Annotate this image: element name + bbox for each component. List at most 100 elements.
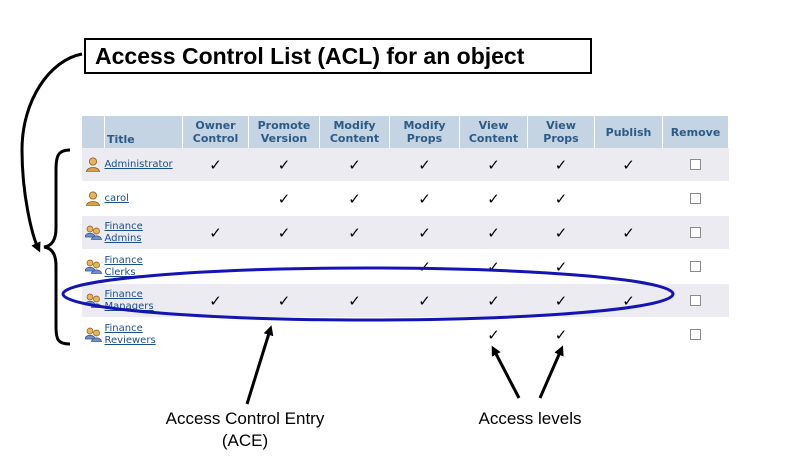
checkmark-icon: ✓: [277, 223, 291, 242]
ace-caption-line2: (ACE): [221, 431, 269, 450]
permission-cell: [182, 317, 249, 352]
checkmark-icon: ✓: [487, 155, 500, 174]
permission-cell: ✓: [389, 181, 460, 216]
remove-checkbox[interactable]: [690, 294, 701, 306]
row-icon-cell: [82, 283, 105, 318]
ace-caption: Access Control Entry (ACE): [135, 408, 355, 452]
remove-checkbox[interactable]: [690, 328, 701, 340]
checkmark-icon: ✓: [348, 189, 361, 208]
acl-brace: [43, 148, 71, 346]
checkmark-icon: ✓: [554, 223, 568, 242]
icon-column-header: [82, 116, 105, 148]
row-icon-cell: [82, 148, 105, 182]
permission-cell: ✓: [248, 283, 320, 318]
permission-cell: ✓: [389, 215, 460, 250]
checkmark-icon: ✓: [348, 155, 361, 174]
checkmark-icon: ✓: [487, 291, 500, 310]
permission-cell: ✓: [594, 215, 663, 250]
remove-cell: [662, 283, 729, 318]
checkmark-icon: ✓: [277, 189, 291, 208]
permission-cell: ✓: [389, 148, 460, 182]
checkmark-icon: ✓: [622, 155, 635, 174]
access-levels-caption: Access levels: [478, 409, 582, 428]
checkmark-icon: ✓: [487, 189, 500, 208]
checkmark-icon: ✓: [348, 291, 361, 310]
row-icon-cell: [82, 215, 105, 250]
permission-cell: ✓: [527, 249, 595, 284]
permission-cell: ✓: [182, 283, 249, 318]
remove-checkbox[interactable]: [690, 260, 701, 272]
permission-cell: ✓: [319, 215, 390, 250]
checkmark-icon: ✓: [487, 223, 500, 242]
permission-cell: ✓: [248, 215, 320, 250]
checkmark-icon: ✓: [622, 223, 635, 242]
permission-cell: ✓: [527, 181, 595, 216]
permission-cell: [594, 181, 663, 216]
checkmark-icon: ✓: [554, 325, 568, 344]
permission-cell: ✓: [248, 181, 320, 216]
permission-cell: [182, 249, 249, 284]
checkmark-icon: ✓: [418, 223, 431, 242]
acl-pointer-arrow: [20, 52, 83, 253]
permission-cell: ✓: [459, 283, 528, 318]
checkmark-icon: ✓: [554, 291, 568, 310]
principal-name-cell: carol: [104, 181, 183, 216]
table-row: Administrator✓✓✓✓✓✓✓: [82, 148, 729, 182]
remove-checkbox[interactable]: [690, 226, 701, 238]
remove-checkbox[interactable]: [690, 158, 701, 170]
checkmark-icon: ✓: [554, 257, 568, 276]
principal-name-cell: Administrator: [104, 148, 183, 182]
ace-arrow: [245, 325, 274, 405]
permission-cell: ✓: [459, 181, 528, 216]
permission-cell: [594, 317, 663, 352]
user-icon: [85, 157, 102, 173]
column-header-title: Title: [104, 116, 183, 148]
remove-cell: [662, 317, 729, 352]
permission-cell: ✓: [182, 148, 249, 182]
diagram-title: Access Control List (ACL) for an object: [84, 38, 592, 74]
group-icon: [84, 259, 102, 275]
permission-cell: ✓: [527, 215, 595, 250]
checkmark-icon: ✓: [554, 155, 568, 174]
permission-cell: [389, 317, 460, 352]
access-level-arrow-left: [491, 345, 521, 399]
row-icon-cell: [82, 181, 105, 216]
permission-cell: ✓: [594, 283, 663, 318]
principal-link[interactable]: carol: [104, 192, 129, 204]
checkmark-icon: ✓: [348, 223, 361, 242]
remove-checkbox[interactable]: [690, 192, 701, 204]
user-icon: [85, 191, 102, 207]
remove-cell: [662, 249, 729, 284]
permission-cell: [182, 181, 249, 216]
permission-cell: ✓: [319, 181, 390, 216]
checkmark-icon: ✓: [418, 189, 431, 208]
checkmark-icon: ✓: [418, 257, 431, 276]
checkmark-icon: ✓: [418, 155, 431, 174]
principal-link[interactable]: Administrator: [104, 158, 173, 170]
permission-cell: [248, 317, 320, 352]
checkmark-icon: ✓: [209, 155, 222, 174]
permission-cell: [319, 317, 390, 352]
permission-cell: ✓: [459, 215, 528, 250]
permission-cell: ✓: [319, 283, 390, 318]
checkmark-icon: ✓: [277, 291, 291, 310]
checkmark-icon: ✓: [209, 223, 222, 242]
access-level-arrow-right: [538, 345, 564, 399]
